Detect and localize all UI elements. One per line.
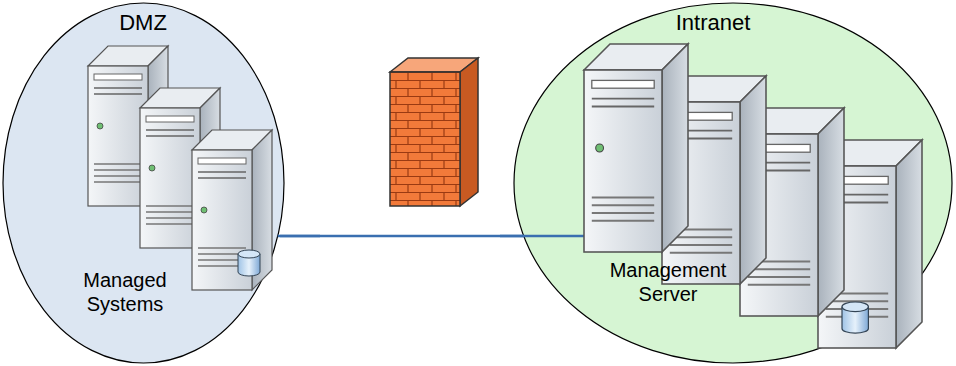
group-label: Managed Systems	[60, 268, 190, 316]
zone-ellipse	[513, 2, 953, 364]
zone-title: Intranet	[653, 10, 773, 36]
dmz-zone: DMZ Managed Systems	[2, 2, 285, 364]
group-label: Management Server	[583, 258, 753, 306]
zone-title: DMZ	[93, 10, 193, 36]
network-link	[278, 236, 524, 237]
intranet-zone: IntranetManagement Server	[513, 2, 953, 364]
firewall-icon	[390, 58, 478, 206]
